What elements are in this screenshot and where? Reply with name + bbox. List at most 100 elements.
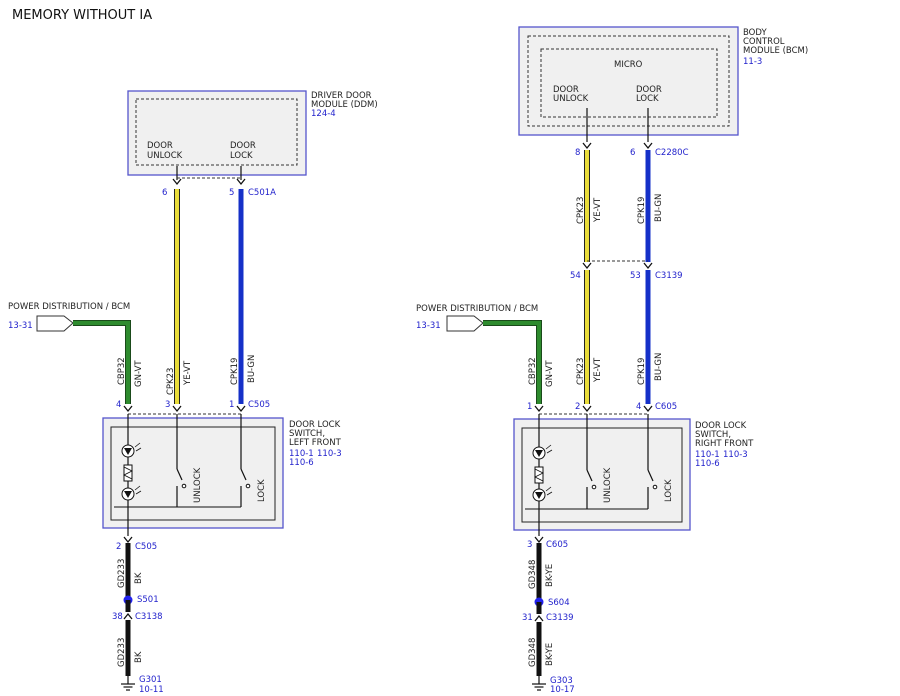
right-switch-ref-2[interactable]: 110-3 bbox=[723, 450, 748, 460]
c605-bottom-connector-name: C605 bbox=[546, 540, 568, 550]
ground-g303-ref[interactable]: 10-17 bbox=[550, 685, 575, 695]
wire-cpk23-left-circuit: CPK23 bbox=[166, 368, 176, 395]
c3138-connector-name: C3138 bbox=[135, 612, 163, 622]
left-switch-unlock-label: UNLOCK bbox=[193, 467, 203, 503]
wire-cbp32-left-circuit: CBP32 bbox=[117, 357, 127, 385]
ddm-inner-box bbox=[135, 98, 298, 166]
c505-bottom-connector-name: C505 bbox=[135, 542, 157, 552]
right-switch-ref-1[interactable]: 110-1 bbox=[695, 450, 720, 460]
right-switch-name-2: SWITCH, bbox=[695, 430, 731, 440]
wire-gd348-upper-circuit: GD348 bbox=[528, 560, 538, 589]
c605-bottom-pin: 3 bbox=[527, 540, 532, 550]
wire-gd348-upper-color: BK-YE bbox=[545, 564, 555, 587]
right-indicator-led-upper bbox=[532, 444, 553, 460]
right-switch-name-3: RIGHT FRONT bbox=[695, 439, 754, 449]
c501a-pin-lock: 5 bbox=[229, 188, 234, 198]
left-switch-lock-label: LOCK bbox=[257, 479, 267, 502]
wire-gd233-lower-circuit: GD233 bbox=[117, 638, 127, 667]
switch-left-front-inner bbox=[110, 426, 276, 521]
wire-cbp32-right bbox=[483, 321, 541, 404]
wire-cpk19-right-lower-color: BU-GN bbox=[654, 353, 664, 381]
bcm-name-1: BODY bbox=[743, 28, 767, 38]
left-switch-ref-2[interactable]: 110-3 bbox=[317, 449, 342, 459]
right-switch-name-1: DOOR LOCK bbox=[695, 421, 747, 431]
c2280c-connector-name: C2280C bbox=[655, 148, 689, 158]
right-lock-switch-contact bbox=[587, 414, 658, 510]
ddm-pin-unlock-label-2: UNLOCK bbox=[147, 151, 183, 161]
left-circuit: DOOR UNLOCK DOOR LOCK DRIVER DOOR MODULE… bbox=[8, 90, 378, 695]
bcm-name-3: MODULE (BCM) bbox=[743, 46, 808, 56]
c505-bottom-pin: 2 bbox=[116, 542, 121, 552]
wire-gd348-lower-circuit: GD348 bbox=[528, 638, 538, 667]
wire-gd348-lower-color: BK-YE bbox=[545, 643, 555, 666]
left-power-ref-link[interactable]: 13-31 bbox=[8, 321, 33, 331]
c3138-pin: 38 bbox=[112, 612, 123, 622]
left-indicator-led-lower bbox=[121, 485, 142, 501]
splice-s501-label: S501 bbox=[137, 595, 159, 605]
right-power-ref-link[interactable]: 13-31 bbox=[416, 321, 441, 331]
left-unlock-switch-contact bbox=[114, 414, 187, 508]
right-power-label: POWER DISTRIBUTION / BCM bbox=[416, 304, 538, 314]
wire-cpk23-left-color: YE-VT bbox=[183, 360, 193, 386]
c3139-mid-pin-lock: 53 bbox=[630, 271, 641, 281]
right-switch-lock-label: LOCK bbox=[664, 479, 674, 502]
ddm-pin-lock-label-2: LOCK bbox=[230, 151, 253, 161]
wire-cbp32-right-color: GN-VT bbox=[545, 360, 555, 387]
c605-pin-lock: 4 bbox=[636, 402, 641, 412]
ground-g301-label: G301 bbox=[139, 675, 162, 685]
ground-g301-ref[interactable]: 10-11 bbox=[139, 685, 164, 695]
wire-cpk23-right-lower-circuit: CPK23 bbox=[576, 358, 586, 385]
left-switch-ref-3[interactable]: 110-6 bbox=[289, 458, 314, 468]
wire-cpk23-right-upper-color: YE-VT bbox=[593, 197, 603, 223]
bcm-micro-label: MICRO bbox=[614, 60, 643, 70]
bcm-outer-dashed bbox=[527, 35, 730, 127]
c605-pin-unlock: 2 bbox=[575, 402, 580, 412]
c505-top-connector-name: C505 bbox=[248, 400, 270, 410]
right-switch-ref-3[interactable]: 110-6 bbox=[695, 459, 720, 469]
ddm-name-2: MODULE (DDM) bbox=[311, 100, 378, 110]
ddm-pin-lock-label-1: DOOR bbox=[230, 141, 256, 151]
right-unlock-switch-contact bbox=[525, 414, 597, 510]
bcm-name-2: CONTROL bbox=[743, 37, 785, 47]
bcm-pin-lock-label-1: DOOR bbox=[636, 85, 662, 95]
ground-g303-icon bbox=[532, 676, 546, 691]
bcm-micro-box bbox=[540, 48, 718, 118]
c3139-low-pin: 31 bbox=[522, 613, 533, 623]
c605-top-connector-name: C605 bbox=[655, 402, 677, 412]
diagram-title: MEMORY WITHOUT IA bbox=[12, 8, 152, 23]
ddm-ref-link[interactable]: 124-4 bbox=[311, 109, 336, 119]
wire-cpk19-left-color: BU-GN bbox=[247, 355, 257, 383]
bcm-pin-lock-label-2: LOCK bbox=[636, 94, 659, 104]
right-circuit: MICRO DOOR UNLOCK DOOR LOCK BODY CONTROL… bbox=[416, 26, 808, 695]
wire-cpk19-left-circuit: CPK19 bbox=[230, 358, 240, 385]
c2280c-pin-lock: 6 bbox=[630, 148, 635, 158]
left-switch-ref-1[interactable]: 110-1 bbox=[289, 449, 314, 459]
left-power-label: POWER DISTRIBUTION / BCM bbox=[8, 302, 130, 312]
c505-pin-lock: 1 bbox=[229, 400, 234, 410]
ddm-pin-unlock-label-1: DOOR bbox=[147, 141, 173, 151]
c505-pin-unlock: 3 bbox=[165, 400, 170, 410]
splice-s604-label: S604 bbox=[548, 598, 570, 608]
c505-pin-power: 4 bbox=[116, 400, 121, 410]
c605-pin-power: 1 bbox=[527, 402, 532, 412]
bcm-pin-unlock-label-2: UNLOCK bbox=[553, 94, 589, 104]
wire-gd233-upper-color: BK bbox=[134, 572, 144, 584]
ddm-module-box bbox=[127, 90, 307, 176]
c3139-low-connector-name: C3139 bbox=[546, 613, 574, 623]
c3139-mid-connector-name: C3139 bbox=[655, 271, 683, 281]
c2280c-pin-unlock: 8 bbox=[575, 148, 580, 158]
left-switch-name-3: LEFT FRONT bbox=[289, 438, 342, 448]
c501a-pin-unlock: 6 bbox=[162, 188, 167, 198]
right-indicator-led-lower bbox=[532, 486, 553, 502]
left-indicator-led-upper bbox=[121, 442, 142, 458]
ground-g303-label: G303 bbox=[550, 676, 573, 686]
left-power-connector-flag bbox=[36, 315, 74, 332]
wire-cpk19-right-upper-circuit: CPK19 bbox=[637, 197, 647, 224]
c501a-connector-name: C501A bbox=[248, 188, 276, 198]
left-switch-name-1: DOOR LOCK bbox=[289, 420, 341, 430]
wire-cpk19-right-lower-circuit: CPK19 bbox=[637, 358, 647, 385]
wire-gd233-upper-circuit: GD233 bbox=[117, 559, 127, 588]
bcm-ref-link[interactable]: 11-3 bbox=[743, 57, 762, 67]
wire-cpk23-right-lower-color: YE-VT bbox=[593, 357, 603, 383]
